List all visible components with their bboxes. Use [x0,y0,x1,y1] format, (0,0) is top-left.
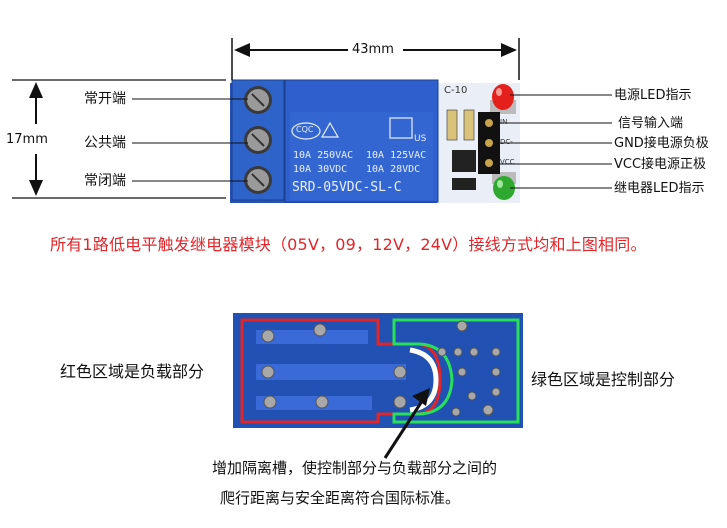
pin-vcc [485,159,493,167]
isolation-note-line1: 增加隔离槽，使控制部分与负载部分之间的 [212,459,498,477]
height-dimension: 17mm [6,132,48,147]
power-led-red [490,84,516,114]
width-dimension: 43mm [352,42,394,57]
label-relay-led: 继电器LED指示 [614,181,705,196]
resistor-1 [446,109,458,141]
terminal-screw-1 [244,86,272,114]
relay-model: SRD-05VDC-SL-C [292,180,402,195]
relay-rating-right-2: 10A 28VDC [366,164,421,175]
label-gnd: GND接电源负极 [614,136,709,151]
label-load-area: 红色区域是负载部分 [60,362,205,381]
relay-brand: CQC [296,125,314,134]
label-normally-closed: 常闭端 [84,173,126,189]
terminal-screw-3 [244,166,272,194]
label-control-area: 绿色区域是控制部分 [531,370,676,389]
pin-gnd [485,139,493,147]
arrow-up-icon [29,82,43,98]
pin-in [485,119,493,127]
label-normally-open: 常开端 [84,91,126,107]
label-vcc: VCC接电源正极 [614,157,707,172]
warning-triangle-icon [320,121,340,138]
wiring-note: 所有1路低电平触发继电器模块（05V，09，12V，24V）接线方式均和上图相同… [50,235,647,254]
ul-mark-icon [389,117,413,139]
relay-led-green [492,172,516,200]
relay-rating-right-1: 10A 125VAC [366,150,427,161]
arrow-down-icon [29,180,43,196]
control-area-outline [392,318,520,424]
arrow-left-icon [234,43,250,57]
label-common: 公共端 [84,135,126,151]
isolation-note-line2: 爬行距离与安全距离符合国际标准。 [220,489,461,507]
terminal-screw-2 [244,126,272,154]
pin-label-in: IN [500,118,508,126]
transistor [452,150,476,172]
relay-face [290,112,433,200]
relay-mark: US [414,134,427,144]
trace-2 [256,364,406,380]
arrow-right-icon [501,43,517,57]
relay-rating-left-2: 10A 30VDC [293,164,348,175]
label-signal-input: 信号输入端 [618,116,684,131]
isolation-slot [409,347,439,413]
resistor-2 [463,109,475,141]
cqc-logo [291,122,321,140]
diode [452,178,476,190]
relay-rating-left-1: 10A 250VAC [293,150,354,161]
slot-pointer-arrow-icon [412,388,430,406]
pin-label-gnd: DC- [500,138,513,146]
trace-3 [256,396,372,410]
pcb-corner-label: C-10 [444,85,468,96]
slot-pointer-line [383,397,426,459]
trace-1 [256,330,368,344]
solder-pads [261,320,501,417]
pin-label-vcc: VCC [500,158,515,166]
label-power-led: 电源LED指示 [614,88,692,103]
